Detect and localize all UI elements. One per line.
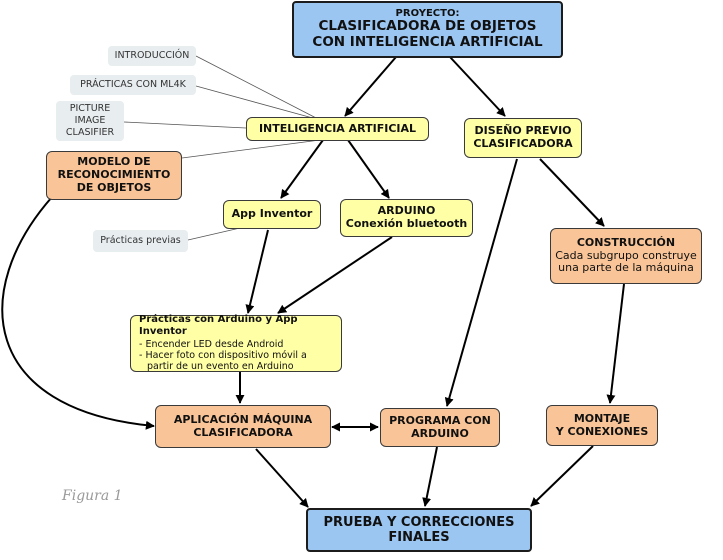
project-node: PROYECTO: CLASIFICADORA DE OBJETOS CON I… [292,1,563,58]
note-picture-line2: IMAGE [74,115,106,127]
note-practicas-ml4k-text: PRÁCTICAS CON ML4K [80,79,186,91]
arrow-arduino-practicas [277,236,393,314]
connector-picture-ia [123,121,247,129]
diseno-line1: DISEÑO PREVIO [474,124,572,138]
arduino-line1: ARDUINO [377,204,436,218]
construccion-node: CONSTRUCCIÓN Cada subgrupo construye una… [550,228,702,284]
montaje-line1: MONTAJE [573,411,631,425]
arrow-ia-arduino [347,139,390,199]
arrow-appinv-practicas [245,229,269,314]
app-inventor-node: App Inventor [223,200,321,229]
arrow-project-diseno [449,56,506,117]
connector-modelo-ia [181,139,321,159]
construccion-line1: Cada subgrupo construye [555,248,697,262]
prueba-line1: PRUEBA Y CORRECCIONES [323,514,515,530]
note-picture-line3: CLASIFIER [65,126,115,138]
arduino-node: ARDUINO Conexión bluetooth [340,199,473,237]
note-picture-image-classifier: PICTURE IMAGE CLASIFIER [56,101,124,141]
arrow-ia-appinv [280,139,324,199]
practicas-line3: partir de un evento en Arduino [147,361,294,373]
practicas-line1: - Encender LED desde Android [139,339,284,350]
note-practicas-previas-text: Prácticas previas [100,235,181,247]
aplicacion-node: APLICACIÓN MÁQUINA CLASIFICADORA [155,405,331,448]
practicas-line2: - Hacer foto con dispositivo móvil a [139,350,307,362]
arrow-modelo-aplicacion [1,196,155,430]
diseno-line2: CLASIFICADORA [473,137,573,150]
arrow-diseno-construccion [539,158,605,227]
note-practicas-ml4k: PRÁCTICAS CON ML4K [70,75,196,95]
connector-previas-appinv [187,227,241,241]
prueba-line2: FINALES [388,530,450,545]
arrow-project-ia [344,56,397,117]
construccion-line2: una parte de la máquina [558,261,694,275]
figure-caption: Figura 1 [62,488,123,504]
arrow-diseno-programa [444,158,518,407]
montaje-node: MONTAJE Y CONEXIONES [546,405,658,446]
aplicacion-line2: CLASIFICADORA [193,425,293,439]
programa-line2: ARDUINO [411,426,469,440]
arrow-construccion-montaje [606,283,625,404]
diseno-node: DISEÑO PREVIO CLASIFICADORA [464,118,582,158]
construccion-title: CONSTRUCCIÓN [576,235,676,249]
note-picture-line1: PICTURE [69,103,111,115]
practicas-title: Prácticas con Arduino y App Inventor [139,314,298,338]
note-introduccion-text: INTRODUCCIÓN [114,50,190,62]
programa-node: PROGRAMA CON ARDUINO [380,408,500,447]
connector-intro-ia [195,55,321,121]
project-title-line2: CON INTELIGENCIA ARTIFICIAL [312,34,543,51]
arduino-line2: Conexión bluetooth [345,217,468,230]
arrow-programa-prueba [422,446,438,507]
arrow-montaje-prueba [530,445,594,507]
programa-line1: PROGRAMA CON [389,413,491,427]
modelo-line3: DE OBJETOS [76,180,152,194]
modelo-line2: RECONOCIMIENTO [57,168,171,182]
ia-node: INTELIGENCIA ARTIFICIAL [246,117,429,141]
prueba-node: PRUEBA Y CORRECCIONES FINALES [306,508,532,552]
montaje-line2: Y CONEXIONES [555,424,649,438]
arrow-aplicacion-prueba [255,448,309,508]
modelo-line1: MODELO DE [77,155,151,169]
modelo-node: MODELO DE RECONOCIMIENTO DE OBJETOS [46,151,182,200]
app-inventor-label: App Inventor [231,207,313,221]
project-label: PROYECTO: [395,7,460,19]
project-title-line1: CLASIFICADORA DE OBJETOS [318,18,537,35]
aplicacion-line1: APLICACIÓN MÁQUINA [173,412,313,426]
ia-label: INTELIGENCIA ARTIFICIAL [258,121,417,135]
note-practicas-previas: Prácticas previas [93,230,188,252]
connector-ml4k-ia [195,85,321,121]
practicas-node: Prácticas con Arduino y App Inventor - E… [130,314,342,373]
note-introduccion: INTRODUCCIÓN [108,46,196,66]
